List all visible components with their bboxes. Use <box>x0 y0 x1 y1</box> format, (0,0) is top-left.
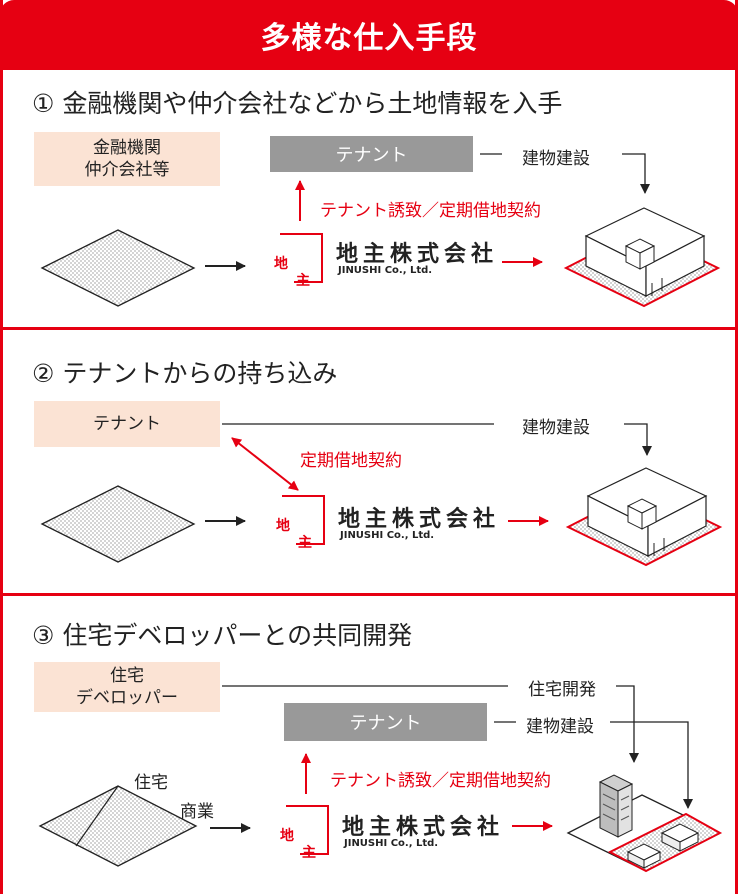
logo-3-mark-bottom: 主 <box>302 845 316 861</box>
section-3-contract-label: テナント誘致／定期借地契約 <box>330 771 551 791</box>
section-3-tenant-box: テナント <box>284 703 487 741</box>
section-2-land-info-label: 用地情報 <box>80 517 148 537</box>
section-1-source-line1: 金融機関 <box>93 138 161 158</box>
section-3-commercial-label: 商業 <box>180 802 214 822</box>
section-3-land-info-label: 用地情報 <box>79 823 147 843</box>
section-3-construction-label: 建物建設 <box>526 717 594 737</box>
section-2-heading: ② テナントからの持ち込み <box>32 359 338 388</box>
section-3-housing-dev-label: 住宅開発 <box>528 680 596 700</box>
logo-1-name: 地主株式会社 <box>336 242 499 267</box>
logo-2-mark-top: 地 <box>276 518 290 534</box>
logo-2-mark-bottom: 主 <box>298 535 312 551</box>
logo-1-mark-top: 地 <box>274 256 288 272</box>
page-title: 多様な仕入手段 <box>0 0 738 70</box>
section-1-land-info-label: 用地情報 <box>79 263 147 283</box>
section-1-source-box: 金融機関 仲介会社等 <box>34 132 220 186</box>
section-2-construction-label: 建物建設 <box>522 418 590 438</box>
section-3-residential-label: 住宅 <box>134 773 168 793</box>
section-2-tenant-box: テナント <box>34 401 220 447</box>
section-3-heading: ③ 住宅デベロッパーとの共同開発 <box>32 621 413 650</box>
logo-mark-1 <box>280 233 323 283</box>
section-1-construction-label: 建物建設 <box>522 149 590 169</box>
section-1-tenant-box: テナント <box>270 136 473 172</box>
section-3-source-line2: デベロッパー <box>76 688 178 708</box>
logo-mark-3 <box>286 805 329 855</box>
section-1-source-line2: 仲介会社等 <box>84 160 170 180</box>
section-2-contract-label: 定期借地契約 <box>300 451 402 471</box>
section-divider-2 <box>0 593 738 596</box>
section-3-source-box: 住宅 デベロッパー <box>34 662 220 712</box>
logo-3-mark-top: 地 <box>280 828 294 844</box>
logo-1-mark-bottom: 主 <box>296 273 310 289</box>
logo-3-name: 地主株式会社 <box>342 815 505 840</box>
logo-3-name-en: JINUSHI Co., Ltd. <box>344 838 439 849</box>
logo-2-name-en: JINUSHI Co., Ltd. <box>340 530 435 541</box>
section-3-source-line1: 住宅 <box>110 666 144 686</box>
section-divider-1 <box>0 327 738 330</box>
logo-1-name-en: JINUSHI Co., Ltd. <box>338 265 433 276</box>
section-2-tenant-label: テナント <box>93 414 161 434</box>
section-1-contract-label: テナント誘致／定期借地契約 <box>320 201 541 221</box>
logo-mark-2 <box>282 495 325 545</box>
section-1-heading: ① 金融機関や仲介会社などから土地情報を入手 <box>32 89 563 118</box>
logo-2-name: 地主株式会社 <box>338 507 501 532</box>
